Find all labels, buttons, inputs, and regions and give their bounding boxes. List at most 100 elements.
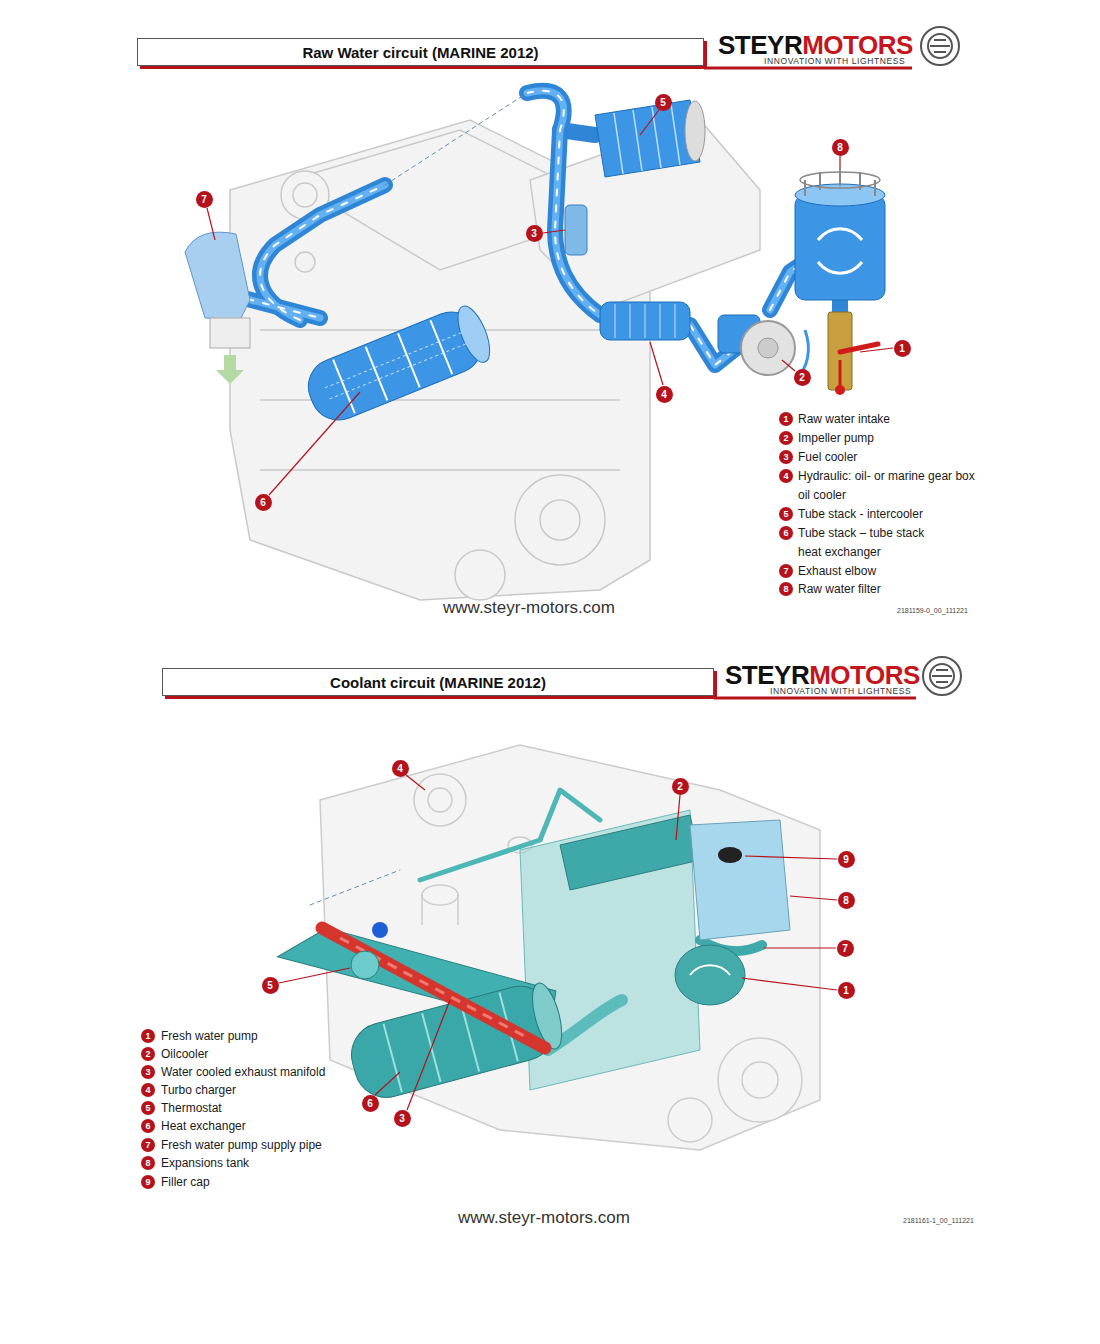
leader-line bbox=[207, 208, 215, 240]
logo-emblem bbox=[930, 664, 954, 688]
raw-water-pipe bbox=[260, 185, 385, 320]
exhaust-elbow bbox=[210, 318, 250, 348]
oil-cooler bbox=[600, 302, 690, 340]
tube-stack-heat-exchanger bbox=[325, 332, 467, 399]
oil-cooler bbox=[560, 815, 700, 890]
legend-text: Fresh water pump bbox=[161, 1027, 258, 1046]
raw-water-pipe bbox=[527, 91, 600, 315]
oil-cooler bbox=[560, 815, 700, 890]
heading-text: Coolant circuit (MARINE 2012) bbox=[330, 674, 546, 691]
legend-text: Fuel cooler bbox=[798, 448, 857, 467]
impeller-pump bbox=[758, 338, 778, 358]
brand-logo: MOTORS bbox=[802, 32, 913, 58]
callout-number: 8 bbox=[832, 139, 849, 156]
legend-number: 2 bbox=[141, 1047, 155, 1061]
legend-number: 5 bbox=[141, 1101, 155, 1115]
thermostat bbox=[372, 922, 388, 938]
raw-water-filter bbox=[839, 360, 842, 385]
leader-line bbox=[839, 156, 840, 168]
oil-cooler bbox=[615, 304, 675, 338]
legend-text: Tube stack - intercooler bbox=[798, 505, 923, 524]
callout-number: 2 bbox=[794, 369, 811, 386]
callout-number: 3 bbox=[526, 225, 543, 242]
brand-tagline: INNOVATION WITH LIGHTNESS bbox=[764, 56, 905, 66]
legend-text: Turbo charger bbox=[161, 1081, 236, 1100]
engine-outline bbox=[428, 788, 452, 812]
engine-outline bbox=[515, 475, 605, 565]
legend-text: Fresh water pump supply pipe bbox=[161, 1136, 322, 1155]
legend-number: 8 bbox=[779, 582, 793, 596]
exhaust-elbow bbox=[185, 232, 250, 384]
callout-number: 1 bbox=[894, 340, 911, 357]
legend-number: 6 bbox=[141, 1119, 155, 1133]
callout-number: 6 bbox=[255, 494, 272, 511]
engine-outline bbox=[455, 550, 505, 600]
callout-number: 1 bbox=[838, 982, 855, 999]
drawing-code: 2181161-1_00_111221 bbox=[903, 1217, 974, 1225]
callout-number: 7 bbox=[196, 191, 213, 208]
legend-text: Thermostat bbox=[161, 1099, 222, 1118]
logo-emblem bbox=[932, 670, 952, 682]
leader-line bbox=[375, 1072, 400, 1095]
legend-number: 4 bbox=[779, 469, 793, 483]
heat-exchanger bbox=[274, 875, 572, 1116]
legend-text: Expansions tank bbox=[161, 1154, 249, 1173]
leader-line bbox=[676, 795, 680, 840]
leader-line bbox=[407, 1000, 450, 1110]
leader-line bbox=[279, 968, 350, 983]
callout-number: 8 bbox=[838, 892, 855, 909]
raw-water-pipe bbox=[232, 91, 805, 365]
callout-number: 5 bbox=[655, 94, 672, 111]
legend-text: Impeller pump bbox=[798, 429, 874, 448]
brand-logo: STEYR bbox=[725, 662, 809, 688]
leader-line bbox=[742, 978, 837, 990]
expansion-tank bbox=[690, 820, 790, 940]
fresh-water-pump bbox=[675, 945, 745, 1005]
legend-number: 5 bbox=[779, 507, 793, 521]
engine-outline bbox=[742, 1062, 778, 1098]
intercooler bbox=[614, 104, 680, 174]
legend-text: Heat exchanger bbox=[161, 1117, 246, 1136]
tube-stack-heat-exchanger bbox=[451, 302, 496, 367]
engine-outline bbox=[422, 885, 458, 905]
engine-outline bbox=[230, 120, 760, 600]
logo-emblem bbox=[921, 27, 961, 695]
exhaust-elbow bbox=[216, 355, 244, 384]
leader-line bbox=[764, 947, 836, 948]
website-url: www.steyr-motors.com bbox=[443, 598, 615, 618]
legend-number: 9 bbox=[141, 1175, 155, 1189]
legend-number: 7 bbox=[779, 564, 793, 578]
engine-outline bbox=[295, 252, 315, 272]
impeller-pump bbox=[741, 321, 795, 375]
exhaust-manifold bbox=[322, 928, 545, 1048]
raw-water-filter bbox=[818, 229, 862, 274]
raw-water-pipe bbox=[527, 91, 600, 315]
exhaust-elbow bbox=[185, 232, 250, 320]
legend-number: 7 bbox=[141, 1138, 155, 1152]
raw-water-filter bbox=[795, 195, 885, 300]
engine-outline bbox=[422, 895, 458, 925]
logo-emblem bbox=[921, 27, 959, 65]
raw-water-filter bbox=[835, 385, 845, 395]
engine-outline bbox=[293, 183, 317, 207]
legend-number: 1 bbox=[779, 412, 793, 426]
legend-text: Filler cap bbox=[161, 1173, 210, 1192]
fuel-cooler bbox=[565, 205, 587, 255]
callout-number: 4 bbox=[392, 760, 409, 777]
fresh-water-pump bbox=[675, 945, 745, 1005]
exhaust-manifold bbox=[340, 938, 528, 1038]
engine-outline bbox=[540, 500, 580, 540]
legend-text: Exhaust elbow bbox=[798, 562, 876, 581]
raw-water-pipe bbox=[232, 91, 840, 365]
leader-line bbox=[790, 896, 837, 900]
expansion-tank bbox=[690, 820, 790, 940]
expansion-tank bbox=[718, 847, 742, 863]
legend-number: 8 bbox=[141, 1156, 155, 1170]
callout-number: 9 bbox=[838, 851, 855, 868]
legend-text: Water cooled exhaust manifold bbox=[161, 1063, 325, 1082]
intercooler bbox=[595, 100, 700, 177]
legend-number: 3 bbox=[141, 1065, 155, 1079]
fuel-cooler bbox=[565, 205, 587, 255]
coolant-pipe bbox=[420, 790, 600, 880]
exhaust-manifold bbox=[322, 928, 545, 1048]
